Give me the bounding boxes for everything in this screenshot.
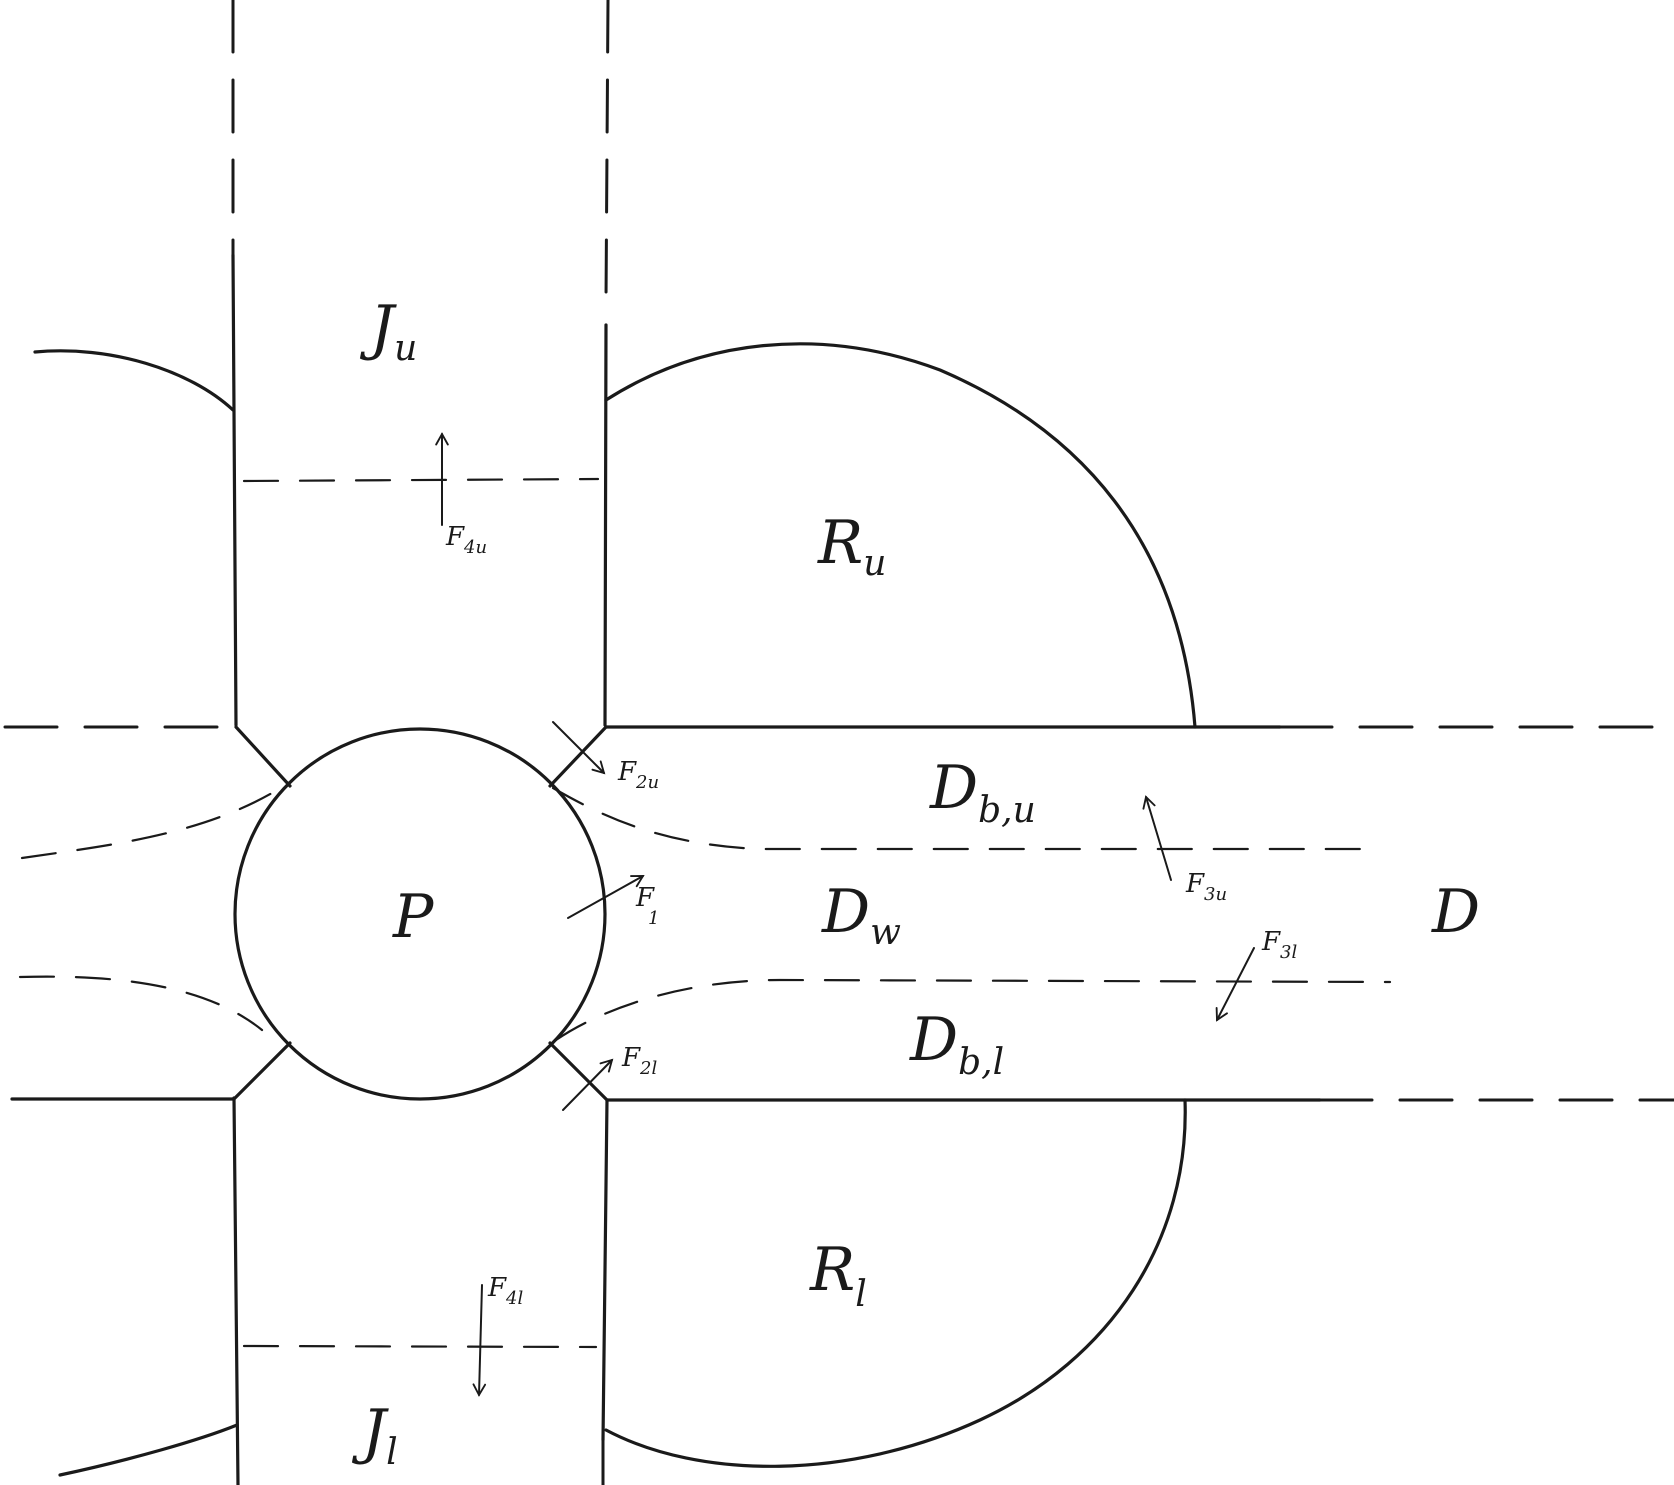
label-reservoir-lower: Rl <box>809 1235 867 1315</box>
label-f2l: F2l <box>621 1043 657 1079</box>
f3l-arrow <box>1215 947 1255 1022</box>
right-wall-lower-solid <box>601 1098 609 1442</box>
connector-upper-right <box>548 725 608 788</box>
f4l-arrow <box>472 1284 487 1397</box>
connector-lower-right <box>548 1041 609 1102</box>
left-wall-upper-solid <box>231 253 238 727</box>
label-junction-upper: Ju <box>359 293 417 369</box>
label-reservoir-upper: Ru <box>817 508 886 584</box>
reservoir-lower-arc <box>604 1098 1187 1468</box>
f2u-arrow <box>552 721 606 775</box>
f2l-arrow <box>562 1058 614 1111</box>
left-wall-lower-solid <box>232 1096 240 1485</box>
label-f4l: F4l <box>487 1273 523 1309</box>
pore-connectors <box>232 725 609 1102</box>
right-wall-upper-dashed <box>604 0 610 302</box>
boundary-layer-upper-left <box>20 780 292 860</box>
junction-lower-boundary <box>242 1344 598 1349</box>
vertical-channel <box>231 0 610 1485</box>
connector-lower-left <box>232 1041 292 1101</box>
label-pore: P <box>392 882 435 952</box>
label-drift-well: Dw <box>821 877 901 953</box>
label-f2u: F2u <box>617 757 659 793</box>
neighbour-upper-arc <box>33 349 235 412</box>
label-junction-lower: Jl <box>351 1397 398 1473</box>
label-f4u: F4u <box>445 522 487 558</box>
flux-arrows <box>435 432 1255 1397</box>
label-f3u: F3u <box>1185 869 1227 905</box>
junction-upper-boundary <box>242 477 600 483</box>
boundary-layer-upper-right <box>551 786 1382 851</box>
pore-circle <box>233 727 607 1101</box>
reservoir-upper-arc <box>604 342 1197 729</box>
boundary-layer-lower-left <box>18 975 264 1032</box>
f1-arrow <box>567 875 645 919</box>
neighbour-lower-arc <box>58 1423 239 1477</box>
label-drift-boundary-upper: Db,u <box>929 753 1036 831</box>
horizontal-channel <box>3 725 1674 1102</box>
connector-upper-left <box>234 725 292 788</box>
f3u-arrow <box>1142 795 1172 881</box>
right-wall-upper-solid <box>603 323 608 727</box>
label-f3l: F3l <box>1261 927 1297 963</box>
label-drift-boundary-lower: Db,l <box>909 1005 1004 1083</box>
label-drift: D <box>1431 877 1480 947</box>
boundary-layer-lower-right <box>554 978 1392 1042</box>
